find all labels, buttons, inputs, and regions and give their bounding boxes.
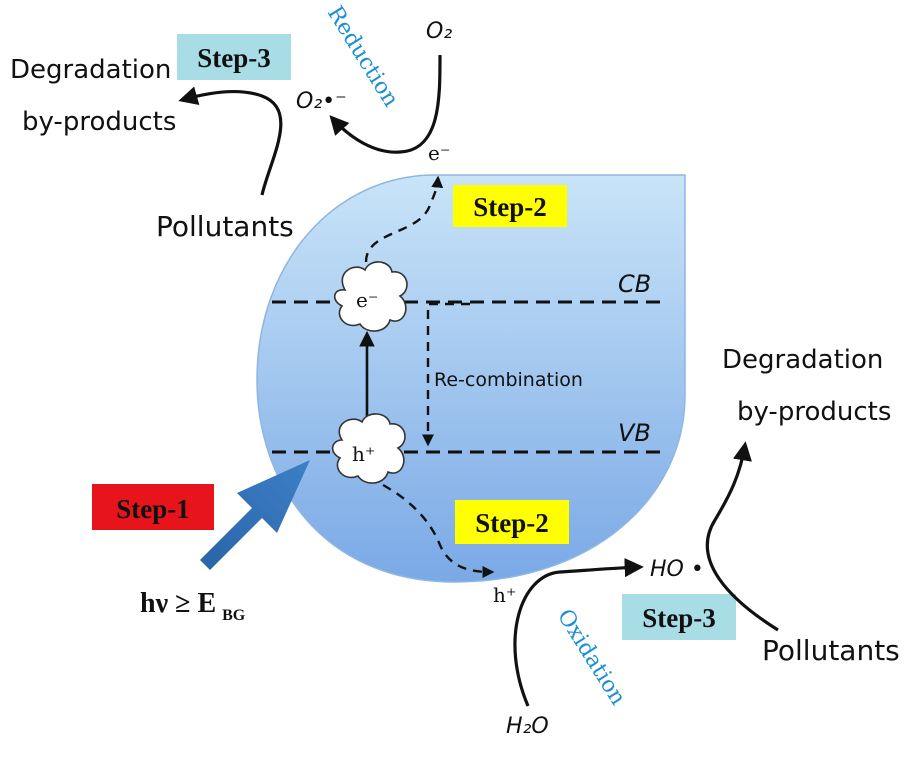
step2-top-box [453,185,567,227]
surface-electron-label: e⁻ [428,141,450,165]
vb-label: VB [618,419,651,447]
o2-label: O₂ [426,19,452,44]
step2-bottom-box [455,500,569,544]
light-arrow [200,460,310,570]
pollutants-right-label: Pollutants [762,634,900,667]
degradation-left-line2: by-products [22,107,176,137]
hole-cloud [331,413,406,484]
hole-migration-arrow [382,483,495,578]
superoxide-label: O₂•⁻ [296,89,347,114]
surface-hole-label: h⁺ [493,583,516,607]
step3-right-label: Step-3 [642,603,716,633]
step1-label: Step-1 [116,494,190,524]
oxidation-arrow [513,558,644,707]
oxidation-label: Oxidation [552,605,630,710]
degradation-right-line2: by-products [737,397,891,427]
degradation-left-line1: Degradation [10,55,171,85]
h2o-label: H₂O [506,714,549,739]
step2-bottom-label: Step-2 [475,508,549,538]
left-pollutant-arrow [178,86,283,196]
hole-label: h⁺ [352,442,375,466]
electron-migration-arrow [364,175,444,263]
step1-box [92,484,214,530]
right-pollutant-arrow [705,441,779,632]
step3-left-box [177,34,291,80]
hydroxyl-radical-label: HO • [650,557,704,582]
degradation-right-line1: Degradation [722,345,883,375]
recombination-label: Re-combination [434,369,583,391]
pollutants-left-label: Pollutants [156,210,294,243]
cb-label: CB [618,270,651,298]
step3-right-box [622,594,736,640]
electron-label: e⁻ [356,288,378,312]
step2-top-label: Step-2 [473,192,547,222]
recombination-arrow [422,302,470,447]
step3-left-label: Step-3 [197,43,271,73]
reduction-arrow [329,54,442,154]
electron-cloud [333,261,408,332]
